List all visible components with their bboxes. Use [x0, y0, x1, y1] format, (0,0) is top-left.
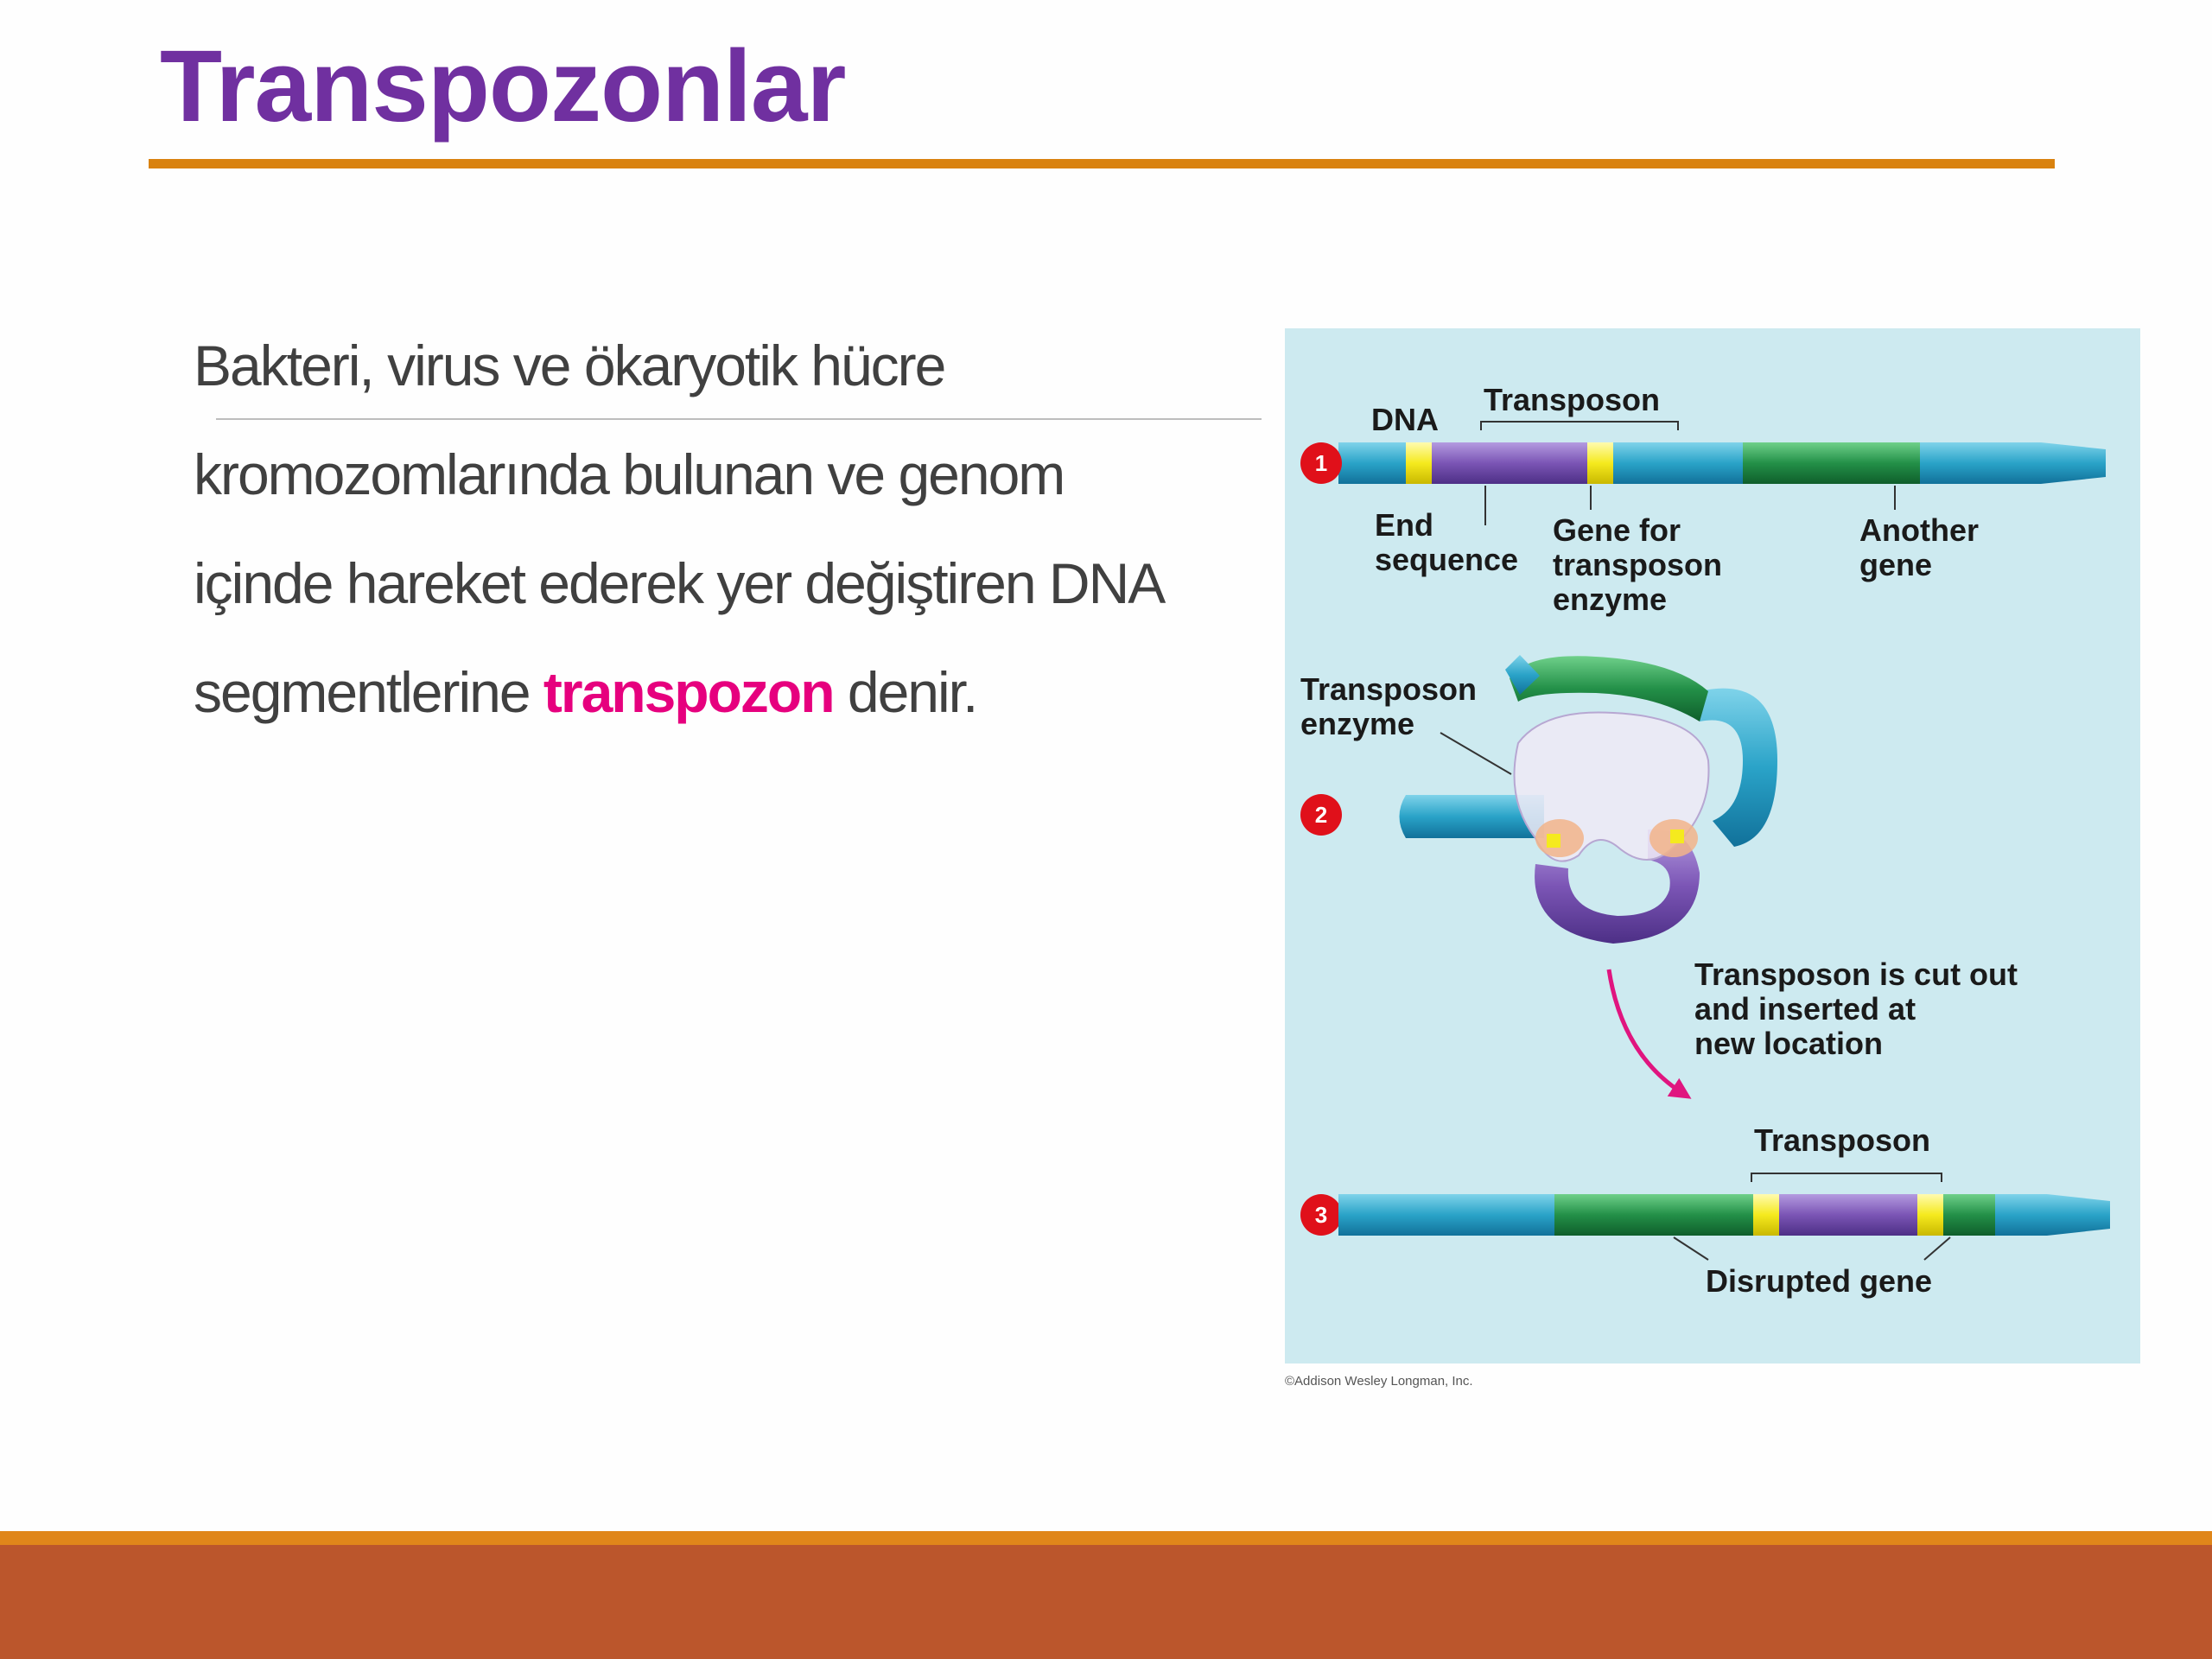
body-line-2: kromozomlarında bulunan ve genom [194, 442, 1065, 506]
disrupted-gene-pointer-right [1923, 1236, 1951, 1261]
disrupted-gene-left [1554, 1194, 1753, 1236]
step-3-dna-strand [1338, 1194, 2110, 1236]
footer-band [0, 1531, 2212, 1659]
end-sequence-left [1406, 442, 1432, 484]
title-underline [149, 159, 2055, 168]
step-1-number: 1 [1315, 450, 1327, 476]
slide-title: Transpozonlar [160, 29, 846, 143]
text-divider [216, 418, 1262, 420]
diagram-background [1285, 328, 2140, 1363]
dna-segment-right-3 [1995, 1194, 2047, 1236]
step-3-number: 3 [1315, 1202, 1327, 1228]
move-arrow [1606, 969, 1692, 1099]
label-disrupted-gene: Disrupted gene [1706, 1263, 1932, 1299]
label-transposon-bottom: Transposon [1754, 1122, 1930, 1158]
end-sequence-complex-left [1547, 834, 1560, 848]
inserted-transposon [1779, 1194, 1917, 1236]
label-transposon-enzyme-1: Transposon [1300, 671, 1477, 707]
body-line-1: Bakteri, virus ve ökaryotik hücre [194, 334, 946, 397]
step-2-number: 2 [1315, 802, 1327, 828]
another-gene-segment [1743, 442, 1920, 484]
body-line-4-prefix: segmentlerine [194, 660, 543, 724]
transposon-bracket-bottom [1751, 1173, 1942, 1182]
label-transposon-top: Transposon [1484, 382, 1660, 417]
green-arm-top [1510, 656, 1708, 721]
label-end-sequence-1: End [1375, 507, 1433, 543]
label-another-gene-1: Another [1859, 512, 1979, 548]
transposon-gene [1432, 442, 1587, 484]
image-credit: ©Addison Wesley Longman, Inc. [1285, 1374, 1473, 1389]
dna-segment-middle [1613, 442, 1743, 484]
body-text: Bakteri, virus ve ökaryotik hücre kromoz… [194, 311, 1282, 747]
dna-end-taper [2041, 442, 2106, 484]
label-end-sequence-2: sequence [1375, 542, 1518, 577]
body-line-4-suffix: denir. [833, 660, 978, 724]
body-line-4: segmentlerine transpozon denir. [194, 638, 1282, 747]
dna-loop-right [1700, 688, 1777, 847]
label-transposon-enzyme-2: enzyme [1300, 706, 1414, 741]
end-sequence-right-3 [1917, 1194, 1943, 1236]
step-1-dna-strand [1338, 442, 2106, 484]
dna-segment-left [1338, 442, 1416, 484]
end-sequence-right [1587, 442, 1613, 484]
dna-segment-right [1920, 442, 2041, 484]
end-sequence-left-3 [1753, 1194, 1779, 1236]
enzyme-pointer [1440, 732, 1512, 775]
disrupted-gene-pointer-left [1673, 1236, 1709, 1261]
label-another-gene-2: gene [1859, 547, 1932, 582]
highlight-term: transpozon [543, 660, 836, 724]
end-sequence-complex-right [1670, 830, 1684, 843]
dna-end-taper-3 [2047, 1194, 2110, 1236]
step-3-badge [1300, 1194, 1342, 1236]
dna-segment-left-3 [1338, 1194, 1554, 1236]
label-gene-for-2: transposon [1553, 547, 1722, 582]
transposition-complex [1399, 655, 1777, 944]
transposon-bracket-top [1480, 421, 1679, 430]
step-2-badge [1300, 794, 1342, 836]
label-dna: DNA [1371, 402, 1439, 437]
label-cut-out-2: and inserted at [1694, 991, 1916, 1027]
disrupted-gene-right [1943, 1194, 1995, 1236]
transposon-diagram: 1 DNA Transposon End sequence Gene for t… [1285, 328, 2140, 1363]
label-gene-for-3: enzyme [1553, 582, 1667, 617]
body-line-3: içinde hareket ederek yer değiştiren DNA [194, 551, 1166, 615]
green-arm-tip [1505, 655, 1540, 695]
step-1-badge [1300, 442, 1342, 484]
label-cut-out-3: new location [1694, 1026, 1883, 1061]
label-cut-out-1: Transposon is cut out [1694, 957, 2018, 992]
label-gene-for-1: Gene for [1553, 512, 1681, 548]
dna-arm-left [1399, 795, 1544, 838]
footer-stripe [0, 1531, 2212, 1545]
